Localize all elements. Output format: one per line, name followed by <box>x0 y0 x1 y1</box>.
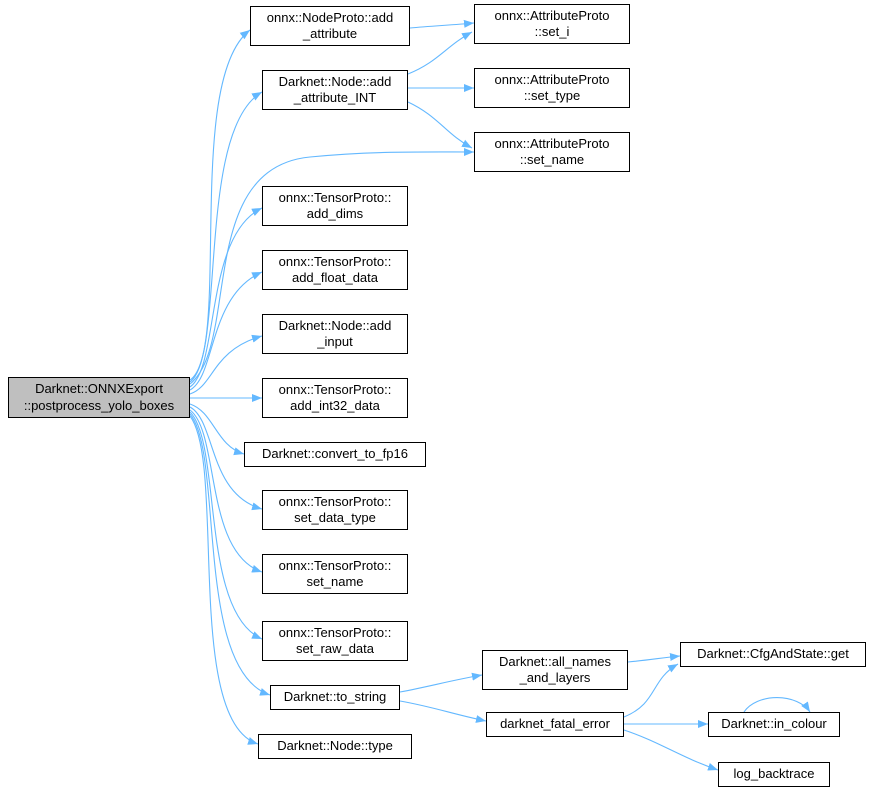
edge-main-to-add-dims <box>189 207 263 388</box>
node-tensorproto-add-float-data[interactable]: onnx::TensorProto:: add_float_data <box>262 250 408 290</box>
edge-in-colour-self-loop <box>743 697 811 713</box>
edge-main-to-node-type <box>189 415 259 745</box>
edge-main-to-to-string <box>189 413 271 696</box>
edge-add-attribute-to-set-i <box>409 19 475 29</box>
edge-main-to-set-raw-data <box>189 411 263 640</box>
edge-main-to-add-attribute-int <box>189 91 263 383</box>
edge-to-string-to-fatal-error <box>399 700 487 723</box>
node-postprocess-yolo-boxes: Darknet::ONNXExport ::postprocess_yolo_b… <box>8 377 190 418</box>
edge-to-string-to-all-names <box>399 672 483 693</box>
node-node-add-attribute-int[interactable]: Darknet::Node::add _attribute_INT <box>262 70 408 110</box>
node-in-colour[interactable]: Darknet::in_colour <box>708 712 840 737</box>
node-tensorproto-set-name[interactable]: onnx::TensorProto:: set_name <box>262 554 408 594</box>
node-cfgandstate-get[interactable]: Darknet::CfgAndState::get <box>680 642 866 667</box>
edge-add-attribute-int-to-set-name <box>407 101 473 149</box>
node-tensorproto-set-raw-data[interactable]: onnx::TensorProto:: set_raw_data <box>262 621 408 661</box>
edge-fatal-error-to-log-backtrace <box>623 729 719 771</box>
edge-add-attribute-int-to-set-i <box>407 31 473 75</box>
node-darknet-fatal-error[interactable]: darknet_fatal_error <box>486 712 624 737</box>
node-attributeproto-set-i[interactable]: onnx::AttributeProto ::set_i <box>474 4 630 44</box>
edge-main-to-set-data-type <box>189 406 263 511</box>
edge-main-to-attr-set-name <box>189 147 475 385</box>
node-attributeproto-set-type[interactable]: onnx::AttributeProto ::set_type <box>474 68 630 108</box>
edge-all-names-to-cfg-get <box>627 653 681 663</box>
node-tensorproto-set-data-type[interactable]: onnx::TensorProto:: set_data_type <box>262 490 408 530</box>
node-convert-to-fp16[interactable]: Darknet::convert_to_fp16 <box>244 442 426 467</box>
edge-main-to-add-attribute <box>189 29 251 381</box>
edge-main-to-convert-to-fp16 <box>189 403 245 456</box>
node-nodeproto-add-attribute[interactable]: onnx::NodeProto::add _attribute <box>250 6 410 46</box>
node-log-backtrace[interactable]: log_backtrace <box>718 762 830 787</box>
node-to-string[interactable]: Darknet::to_string <box>270 685 400 710</box>
node-node-add-input[interactable]: Darknet::Node::add _input <box>262 314 408 354</box>
node-attributeproto-set-name[interactable]: onnx::AttributeProto ::set_name <box>474 132 630 172</box>
node-tensorproto-add-int32-data[interactable]: onnx::TensorProto:: add_int32_data <box>262 378 408 418</box>
edge-main-to-add-input <box>189 334 263 395</box>
node-all-names-and-layers[interactable]: Darknet::all_names _and_layers <box>482 650 628 690</box>
node-node-type[interactable]: Darknet::Node::type <box>258 734 412 759</box>
edge-main-to-set-name <box>189 409 263 573</box>
edge-main-to-add-float-data <box>189 271 263 391</box>
edge-fatal-error-to-cfg-get <box>623 663 679 718</box>
node-tensorproto-add-dims[interactable]: onnx::TensorProto:: add_dims <box>262 186 408 226</box>
